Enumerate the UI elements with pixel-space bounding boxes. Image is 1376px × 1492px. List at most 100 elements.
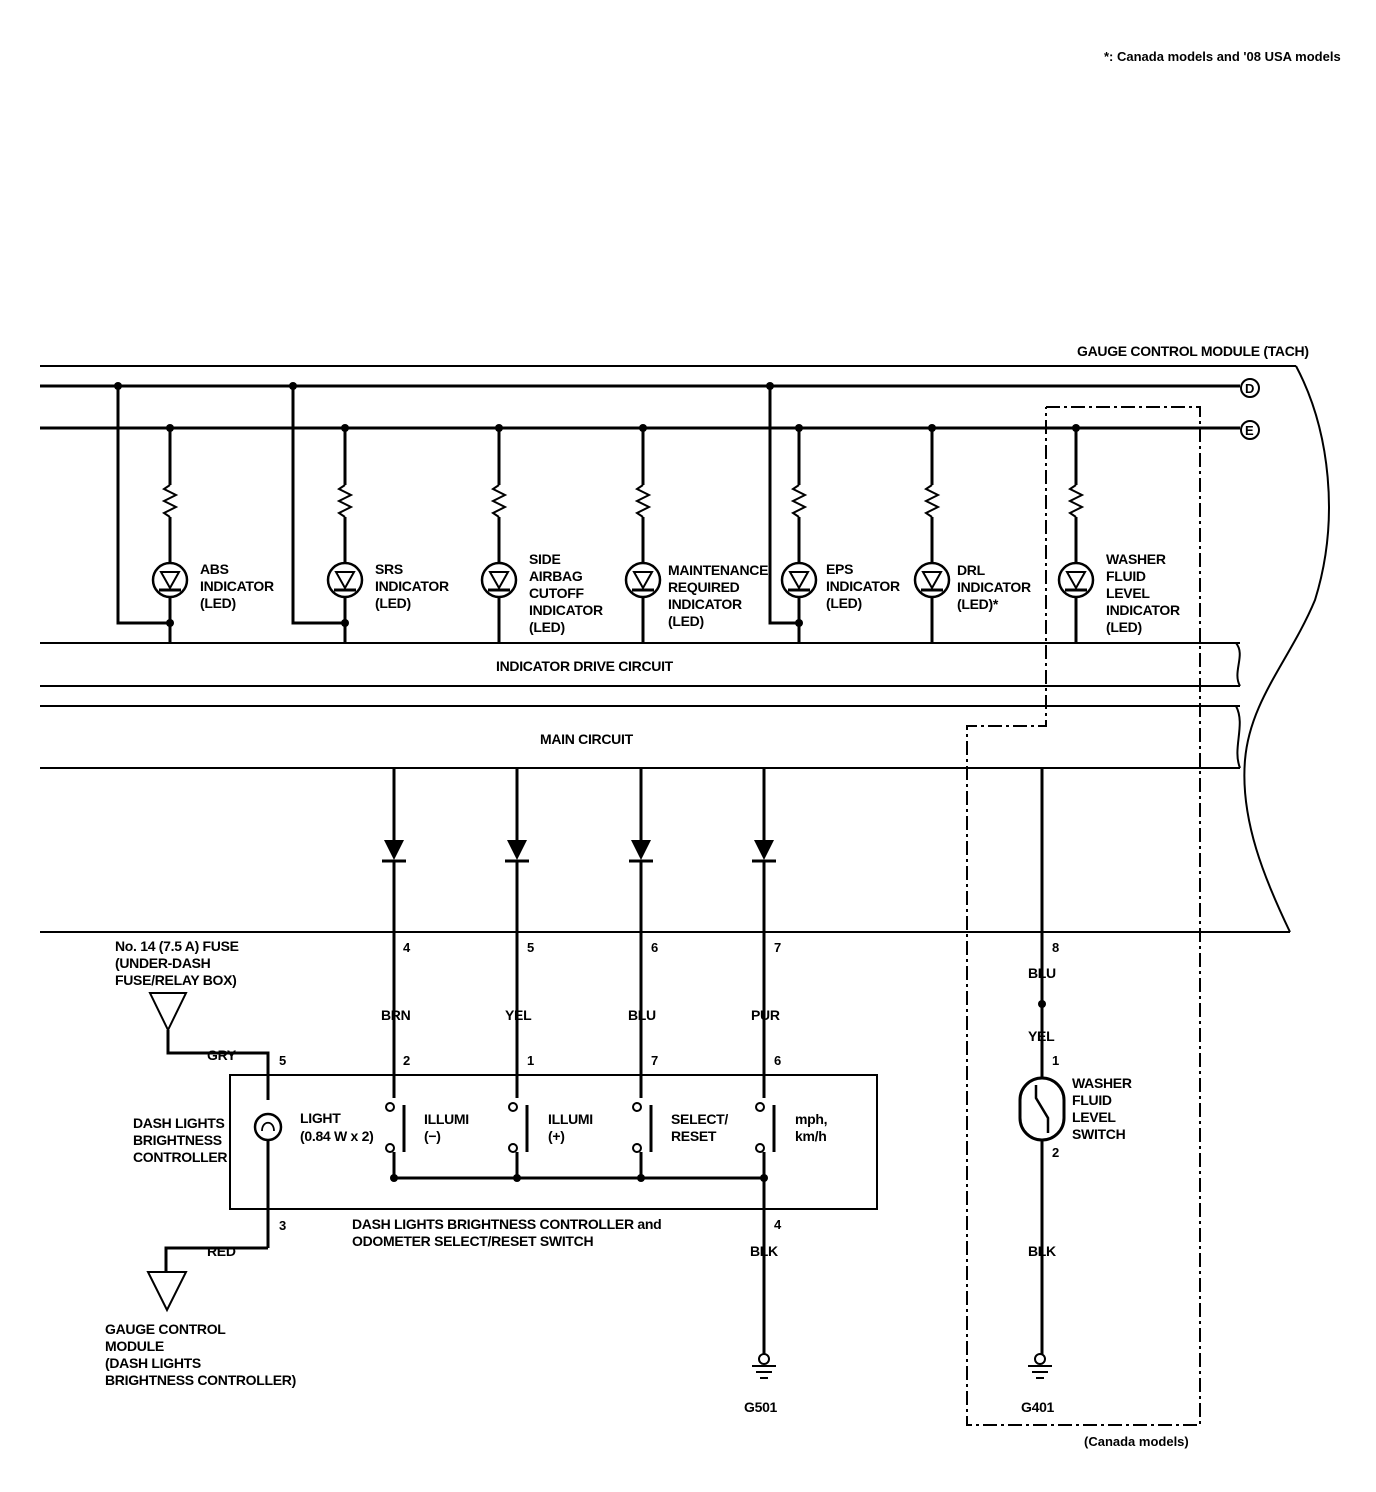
svg-text:SWITCH: SWITCH bbox=[1072, 1126, 1126, 1142]
main-circuit-label: MAIN CIRCUIT bbox=[540, 731, 634, 747]
wire-brn: BRN bbox=[381, 1007, 411, 1023]
indicator-label: INDICATOR bbox=[826, 578, 900, 594]
indicator-label: (LED) bbox=[375, 595, 411, 611]
indicator-label: (LED) bbox=[826, 595, 862, 611]
indicator-drive-label: INDICATOR DRIVE CIRCUIT bbox=[496, 658, 674, 674]
pin-7: 7 bbox=[774, 940, 781, 955]
indicator-branch bbox=[114, 382, 189, 643]
odometer-switch: ILLUMI(−) bbox=[385, 1102, 469, 1182]
light-bulb: LIGHT (0.84 W x 2) bbox=[253, 1110, 374, 1248]
indicator-label: ABS bbox=[200, 561, 229, 577]
pin-4: 4 bbox=[403, 940, 411, 955]
indicator-branch bbox=[624, 424, 662, 643]
wire-yel: YEL bbox=[505, 1007, 532, 1023]
switch-label: ILLUMI bbox=[424, 1111, 469, 1127]
indicator-branch bbox=[480, 424, 518, 643]
fuse-label-line1: No. 14 (7.5 A) FUSE bbox=[115, 938, 239, 954]
indicator-label: REQUIRED bbox=[668, 579, 740, 595]
indicator-drive-circuit: INDICATOR DRIVE CIRCUIT bbox=[40, 642, 1241, 687]
controller-side-label: DASH LIGHTS BRIGHTNESS CONTROLLER bbox=[133, 1115, 228, 1165]
indicator-branch bbox=[1057, 424, 1095, 643]
ground-g501: 4 BLK G501 bbox=[744, 1178, 782, 1415]
indicator-label: FLUID bbox=[1106, 568, 1146, 584]
svg-text:(DASH LIGHTS: (DASH LIGHTS bbox=[105, 1355, 201, 1371]
ctrl-pin-2: 2 bbox=[403, 1053, 410, 1068]
light-label-line2: (0.84 W x 2) bbox=[300, 1128, 373, 1144]
indicator-branch bbox=[766, 382, 818, 643]
indicator-labels: ABSINDICATOR(LED)SRSINDICATOR(LED)SIDEAI… bbox=[200, 551, 1180, 635]
switch-label: mph, bbox=[795, 1111, 827, 1127]
indicator-label: (LED) bbox=[529, 619, 565, 635]
model-note: *: Canada models and '08 USA models bbox=[1104, 49, 1341, 64]
indicator-label: (LED) bbox=[1106, 619, 1142, 635]
output-wire bbox=[505, 768, 529, 1098]
switch-label: (+) bbox=[548, 1128, 565, 1144]
canada-models-region: (Canada models) bbox=[966, 406, 1201, 1449]
svg-text:BRIGHTNESS CONTROLLER): BRIGHTNESS CONTROLLER) bbox=[105, 1372, 296, 1388]
indicator-label: INDICATOR bbox=[529, 602, 603, 618]
controller-pins: 2 1 7 6 bbox=[403, 1053, 781, 1068]
svg-text:BRIGHTNESS: BRIGHTNESS bbox=[133, 1132, 222, 1148]
indicator-label: INDICATOR bbox=[1106, 602, 1180, 618]
svg-text:CONTROLLER: CONTROLLER bbox=[133, 1149, 227, 1165]
indicator-label: AIRBAG bbox=[529, 568, 583, 584]
main-circuit-outputs bbox=[382, 768, 776, 1098]
indicator-label: SIDE bbox=[529, 551, 560, 567]
odometer-switch: SELECT/RESET bbox=[632, 1102, 729, 1182]
main-circuit: MAIN CIRCUIT bbox=[40, 705, 1241, 769]
red-wire: RED 3 GAUGE CONTROL MODULE (DASH LIGHTS … bbox=[105, 1218, 296, 1388]
wire-yel-washer: YEL bbox=[1028, 1028, 1055, 1044]
box-caption: DASH LIGHTS BRIGHTNESS CONTROLLER and OD… bbox=[352, 1216, 662, 1249]
wire-red: RED bbox=[207, 1243, 236, 1259]
washer-pin-1: 1 bbox=[1052, 1053, 1059, 1068]
fuse-label-line2: (UNDER-DASH bbox=[115, 955, 211, 971]
indicator-label: INDICATOR bbox=[668, 596, 742, 612]
odometer-switch: mph,km/h bbox=[755, 1102, 828, 1182]
indicator-branch bbox=[913, 424, 951, 643]
ctrl-pin-6: 6 bbox=[774, 1053, 781, 1068]
output-wire bbox=[752, 768, 776, 1098]
svg-text:WASHER: WASHER bbox=[1072, 1075, 1132, 1091]
ground-pin: 4 bbox=[774, 1217, 782, 1232]
canada-models-label: (Canada models) bbox=[1084, 1434, 1189, 1449]
indicator-label: INDICATOR bbox=[375, 578, 449, 594]
switch-label: ILLUMI bbox=[548, 1111, 593, 1127]
indicator-label: (LED) bbox=[668, 613, 704, 629]
indicator-label: MAINTENANCE bbox=[668, 562, 768, 578]
gcm-pins: 4 5 6 7 8 bbox=[403, 940, 1059, 955]
output-wire bbox=[629, 768, 653, 1098]
g401-label: G401 bbox=[1021, 1399, 1055, 1415]
wire-blk-2: BLK bbox=[1028, 1243, 1056, 1259]
wire-blu-washer: BLU bbox=[1028, 965, 1056, 981]
module-title: GAUGE CONTROL MODULE (TACH) bbox=[1077, 343, 1309, 359]
connector-d-label: D bbox=[1245, 381, 1254, 396]
indicator-label: (LED) bbox=[200, 595, 236, 611]
pin-8: 8 bbox=[1052, 940, 1059, 955]
indicator-label: LEVEL bbox=[1106, 585, 1150, 601]
indicator-branch bbox=[289, 382, 364, 643]
indicator-label: (LED)* bbox=[957, 596, 999, 612]
fuse-label-line3: FUSE/RELAY BOX) bbox=[115, 972, 237, 988]
switch-label: RESET bbox=[671, 1128, 717, 1144]
switch-label: (−) bbox=[424, 1128, 441, 1144]
svg-text:DASH LIGHTS BRIGHTNESS CONTROL: DASH LIGHTS BRIGHTNESS CONTROLLER and bbox=[352, 1216, 661, 1232]
svg-text:LEVEL: LEVEL bbox=[1072, 1109, 1116, 1125]
indicator-label: DRL bbox=[957, 562, 986, 578]
indicator-label: INDICATOR bbox=[200, 578, 274, 594]
ctrl-pin-1: 1 bbox=[527, 1053, 534, 1068]
odometer-switch: ILLUMI(+) bbox=[508, 1102, 593, 1182]
indicator-label: WASHER bbox=[1106, 551, 1166, 567]
gry-pin: 5 bbox=[279, 1053, 286, 1068]
switch-label: SELECT/ bbox=[671, 1111, 728, 1127]
indicator-label: INDICATOR bbox=[957, 579, 1031, 595]
gauge-control-module: GAUGE CONTROL MODULE (TACH) bbox=[40, 343, 1330, 933]
ctrl-pin-7: 7 bbox=[651, 1053, 658, 1068]
switch-label: km/h bbox=[795, 1128, 826, 1144]
svg-text:DASH LIGHTS: DASH LIGHTS bbox=[133, 1115, 225, 1131]
svg-text:FLUID: FLUID bbox=[1072, 1092, 1112, 1108]
wire-gry: GRY bbox=[207, 1047, 237, 1063]
fuse-feed: No. 14 (7.5 A) FUSE (UNDER-DASH FUSE/REL… bbox=[115, 938, 286, 1100]
washer-switch-circuit: BLU YEL 1 2 BLK WASHER FLUID LEVEL SWITC… bbox=[1018, 768, 1132, 1415]
